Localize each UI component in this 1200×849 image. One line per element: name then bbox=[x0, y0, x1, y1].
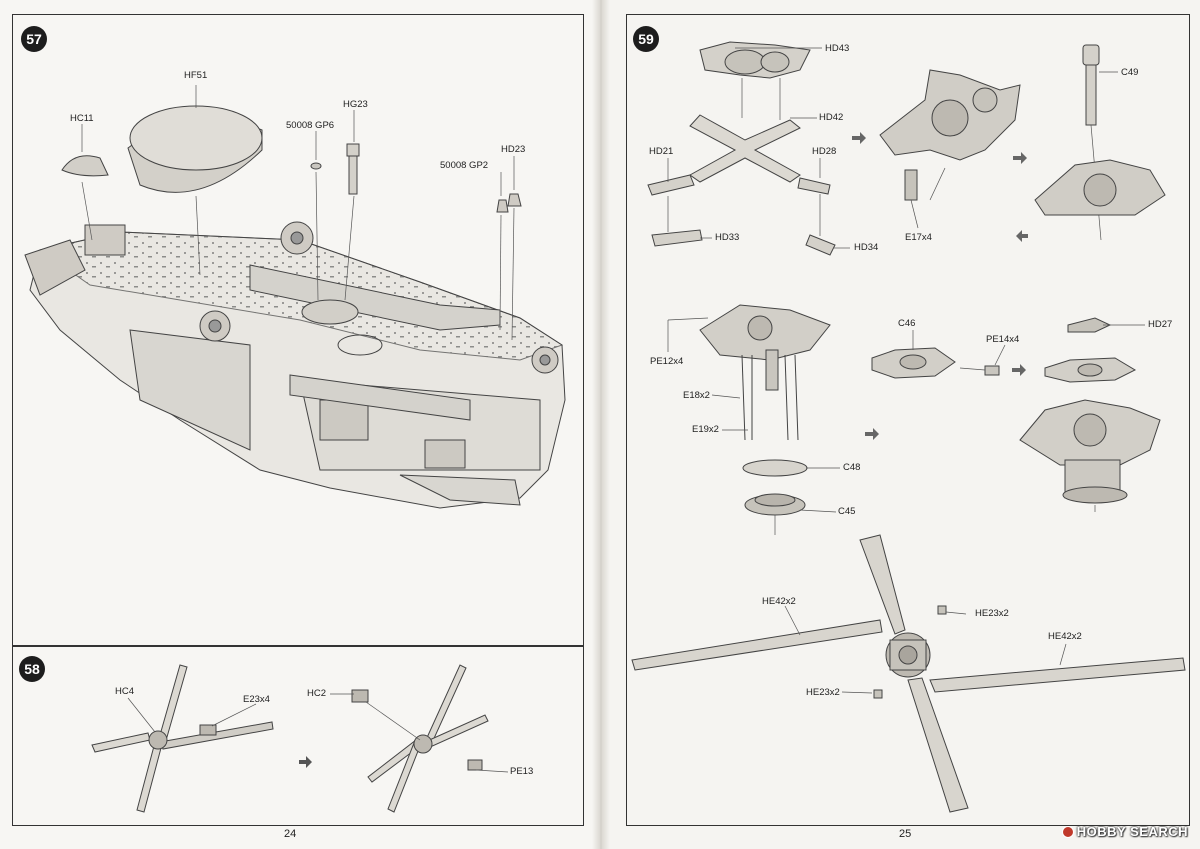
watermark-text: HOBBY SEARCH bbox=[1076, 824, 1188, 839]
pe14-part bbox=[984, 365, 1000, 376]
main-rotor-assembly bbox=[631, 534, 1186, 813]
label-gp2: 50008 GP2 bbox=[440, 160, 489, 171]
label-he23x2-top: HE23x2 bbox=[975, 608, 1009, 619]
label-c45: C45 bbox=[838, 506, 856, 517]
hub-top-right bbox=[1034, 159, 1166, 216]
label-pe13: PE13 bbox=[510, 766, 534, 777]
step-57-badge: 57 bbox=[21, 26, 47, 52]
gp6-part bbox=[310, 162, 322, 170]
label-hd43: HD43 bbox=[825, 43, 850, 54]
label-hd21: HD21 bbox=[649, 146, 674, 157]
label-c48: C48 bbox=[843, 462, 861, 473]
step-58-arrow bbox=[299, 756, 312, 768]
label-hc2: HC2 bbox=[307, 688, 327, 699]
label-hd23: HD23 bbox=[501, 144, 526, 155]
step-59-badge: 59 bbox=[633, 26, 659, 52]
label-c49: C49 bbox=[1121, 67, 1139, 78]
label-e19x2: E19x2 bbox=[692, 424, 719, 435]
step-57-frame bbox=[12, 14, 584, 646]
gp2-part bbox=[496, 193, 522, 213]
watermark-logo-icon bbox=[1061, 825, 1074, 838]
label-hc11: HC11 bbox=[70, 113, 94, 124]
label-he23x2-bottom: HE23x2 bbox=[806, 687, 840, 698]
label-pe12x4: PE12x4 bbox=[650, 356, 684, 367]
step-58-frame bbox=[12, 646, 584, 826]
fuselage-drawing bbox=[24, 221, 566, 509]
step-58-rotor-right bbox=[351, 664, 489, 813]
label-pe14x4: PE14x4 bbox=[986, 334, 1020, 345]
label-hd34: HD34 bbox=[854, 242, 879, 253]
label-hg23: HG23 bbox=[343, 99, 368, 110]
label-hd33: HD33 bbox=[715, 232, 740, 243]
label-hc4: HC4 bbox=[115, 686, 135, 697]
hg23-part bbox=[346, 143, 360, 195]
label-e23x4: E23x4 bbox=[243, 694, 270, 705]
page-gutter bbox=[592, 0, 610, 849]
label-hd28: HD28 bbox=[812, 146, 837, 157]
hub-assembled-right bbox=[1019, 317, 1161, 504]
step-58-rotor-left bbox=[91, 664, 274, 813]
hub-exploded-upper bbox=[647, 41, 836, 256]
flow-arrows-upper bbox=[852, 132, 1028, 242]
c49-part bbox=[1082, 44, 1100, 126]
page-number-right: 25 bbox=[899, 828, 912, 840]
label-he42x2-right: HE42x2 bbox=[1048, 631, 1082, 642]
step-58-badge: 58 bbox=[19, 656, 45, 682]
label-hd27: HD27 bbox=[1148, 319, 1173, 330]
label-hf51: HF51 bbox=[184, 70, 208, 81]
hub-middle-left bbox=[699, 304, 831, 516]
label-c46: C46 bbox=[898, 318, 916, 329]
step-59-frame bbox=[626, 14, 1190, 826]
label-e17x4: E17x4 bbox=[905, 232, 932, 243]
label-gp6: 50008 GP6 bbox=[286, 120, 335, 131]
label-hd42: HD42 bbox=[819, 112, 844, 123]
c46-part bbox=[871, 347, 956, 379]
watermark: HOBBY SEARCH bbox=[1061, 824, 1188, 839]
flow-arrows-middle bbox=[865, 364, 1026, 440]
label-e18x2: E18x2 bbox=[683, 390, 710, 401]
page-number-left: 24 bbox=[284, 828, 297, 840]
label-he42x2-left: HE42x2 bbox=[762, 596, 796, 607]
hc11-cone bbox=[61, 155, 109, 177]
hub-assembled-upper bbox=[879, 69, 1021, 201]
hf51-radome bbox=[127, 105, 263, 193]
